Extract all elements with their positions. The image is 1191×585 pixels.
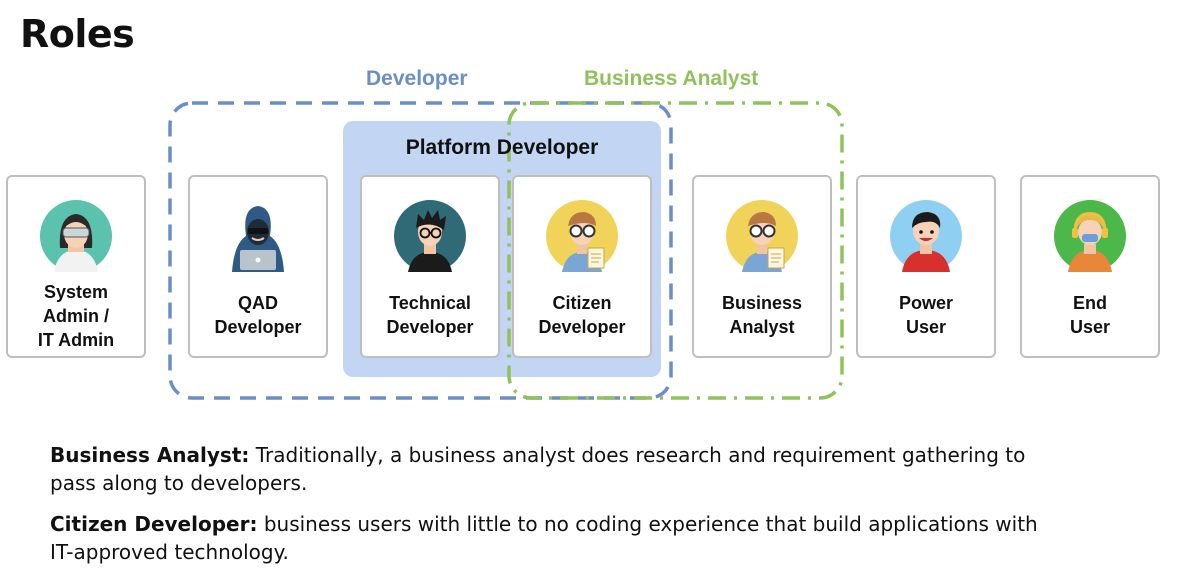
admin-woman-vr-icon: [40, 200, 112, 272]
role-label-line2: Developer: [518, 315, 646, 339]
power-user-icon: [890, 200, 962, 272]
role-label-line3: IT Admin: [12, 328, 140, 352]
role-label-line2: User: [1026, 315, 1154, 339]
role-card-technical-developer[interactable]: Technical Developer: [360, 175, 500, 358]
analyst-glasses-icon: [546, 200, 618, 272]
role-label-line2: Analyst: [698, 315, 826, 339]
role-card-end-user[interactable]: End User: [1020, 175, 1160, 358]
role-label-line2: Admin /: [12, 304, 140, 328]
role-card-citizen-developer[interactable]: Citizen Developer: [512, 175, 652, 358]
role-label-line1: Technical: [366, 291, 494, 315]
developer-glasses-icon: [394, 200, 466, 272]
end-user-headset-icon: [1054, 200, 1126, 272]
role-label-line1: QAD: [194, 291, 322, 315]
definitions: Business Analyst: Traditionally, a busin…: [50, 441, 1050, 579]
role-label-line1: Business: [698, 291, 826, 315]
role-card-qad-developer[interactable]: QAD Developer: [188, 175, 328, 358]
role-card-system-admin[interactable]: System Admin / IT Admin: [6, 175, 146, 358]
definition-citizen-developer: Citizen Developer: business users with l…: [50, 510, 1050, 566]
business-analyst-group-label: Business Analyst: [584, 67, 758, 91]
developer-group-label: Developer: [366, 67, 468, 91]
role-label-line2: User: [862, 315, 990, 339]
role-label-line1: Power: [862, 291, 990, 315]
platform-developer-label: Platform Developer: [343, 136, 661, 160]
role-card-business-analyst[interactable]: Business Analyst: [692, 175, 832, 358]
role-card-power-user[interactable]: Power User: [856, 175, 996, 358]
hooded-hacker-icon: [222, 200, 294, 272]
definition-term: Business Analyst:: [50, 443, 249, 467]
analyst-glasses-icon: [726, 200, 798, 272]
role-label-line2: Developer: [194, 315, 322, 339]
definition-business-analyst: Business Analyst: Traditionally, a busin…: [50, 441, 1050, 497]
role-label-line1: System: [12, 280, 140, 304]
role-label-line1: Citizen: [518, 291, 646, 315]
role-label-line2: Developer: [366, 315, 494, 339]
role-label-line1: End: [1026, 291, 1154, 315]
definition-term: Citizen Developer:: [50, 512, 257, 536]
